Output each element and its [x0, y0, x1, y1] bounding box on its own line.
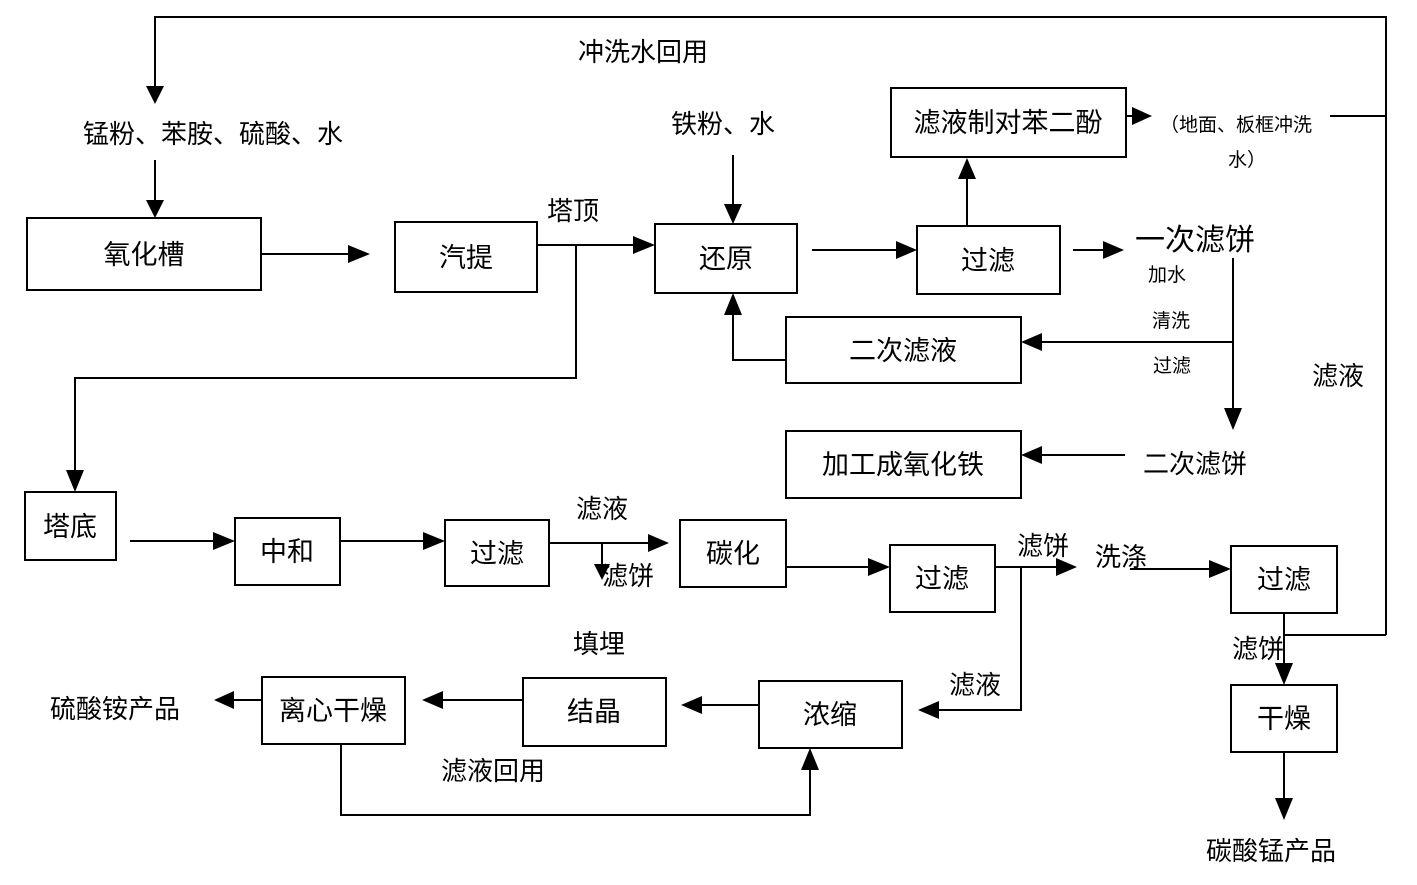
box-oxidation: 氧化槽: [26, 217, 262, 291]
label-filter-cake-mid: 滤饼: [602, 562, 654, 592]
box-filter-1: 过滤: [916, 225, 1061, 295]
label-filtrate-right: 滤液: [1312, 362, 1364, 392]
arrow-head: [1275, 663, 1293, 685]
box-filter-1-label: 过滤: [961, 246, 1015, 277]
box-dry-label: 干燥: [1257, 704, 1311, 735]
label-filtering: 过滤: [1153, 355, 1191, 377]
box-second-filtrate: 二次滤液: [785, 316, 1022, 384]
box-oxidation-label: 氧化槽: [104, 240, 185, 271]
box-iron-oxide-label: 加工成氧化铁: [822, 450, 984, 481]
box-carbonize: 碳化: [679, 519, 787, 588]
label-filtrate-mid: 滤液: [576, 495, 628, 525]
stripping-to-tower-bottom-line: [74, 245, 577, 472]
label-add-water: 加水: [1148, 264, 1186, 286]
box-stripping: 汽提: [394, 221, 538, 293]
label-tower-top: 塔顶: [547, 197, 599, 227]
arrow-head: [958, 158, 976, 179]
arrow-head: [1224, 408, 1242, 430]
filtrate-recycle-line: [340, 744, 811, 816]
box-neutralize: 中和: [234, 517, 341, 586]
label-raw-materials: 锰粉、苯胺、硫酸、水: [83, 120, 343, 150]
arrow-head: [214, 691, 234, 709]
arrow-head: [1209, 560, 1231, 578]
arrow-head: [1132, 107, 1152, 125]
box-iron-oxide: 加工成氧化铁: [785, 430, 1022, 499]
arrow-head: [648, 534, 669, 552]
label-wash-water-note-1: （地面、板框冲洗: [1160, 114, 1312, 136]
box-reduction: 还原: [654, 223, 798, 294]
box-centrifuge-dry-label: 离心干燥: [279, 696, 387, 727]
box-tower-bottom-label: 塔底: [43, 512, 97, 543]
box-second-filtrate-label: 二次滤液: [849, 336, 957, 367]
arrow-head: [1103, 241, 1124, 259]
arrow-head: [868, 558, 890, 576]
arrow-head: [1275, 798, 1293, 820]
label-wash-water-recycle: 冲洗水回用: [578, 38, 708, 68]
label-filtrate-recycle: 滤液回用: [441, 757, 545, 787]
arrow-head: [348, 245, 370, 263]
arrow-head: [66, 470, 84, 492]
label-landfill: 填埋: [573, 630, 625, 660]
label-filtrate-low: 滤液: [949, 671, 1001, 701]
box-dry: 干燥: [1230, 684, 1338, 753]
arrow-head: [681, 696, 702, 714]
arrow-head: [146, 86, 164, 104]
arrow-head: [801, 748, 819, 770]
box-crystallize-label: 结晶: [567, 697, 621, 728]
box-hydroquinone: 滤液制对苯二酚: [890, 87, 1127, 158]
arrow-head: [724, 293, 742, 315]
box-filter-3-label: 过滤: [915, 564, 969, 595]
box-carbonize-label: 碳化: [706, 539, 760, 570]
arrow-head: [633, 236, 655, 254]
arrow-head: [918, 701, 939, 719]
box-filter-4: 过滤: [1230, 545, 1338, 614]
box-filter-4-label: 过滤: [1257, 565, 1311, 596]
arrow-head: [213, 532, 235, 550]
label-first-cake: 一次滤饼: [1135, 223, 1255, 258]
arrow-head: [146, 200, 164, 218]
box-tower-bottom: 塔底: [24, 491, 117, 561]
box-stripping-label: 汽提: [439, 243, 493, 274]
label-wash-water-note-2: 水）: [1228, 149, 1266, 171]
arrow-head: [423, 532, 445, 550]
box-hydroquinone-label: 滤液制对苯二酚: [914, 108, 1103, 139]
label-iron-water: 铁粉、水: [671, 110, 775, 140]
arrow-head: [724, 204, 742, 224]
box-filter-2: 过滤: [444, 519, 550, 587]
arrow-head: [1056, 558, 1077, 576]
label-manganese-carbonate-product: 碳酸锰产品: [1206, 837, 1336, 867]
arrow-head: [1021, 446, 1042, 464]
arrow-head: [1021, 333, 1042, 351]
label-second-cake: 二次滤饼: [1143, 450, 1247, 480]
box-concentrate: 浓缩: [758, 680, 903, 749]
box-crystallize: 结晶: [522, 677, 667, 747]
label-ammonium-sulfate-product: 硫酸铵产品: [50, 695, 180, 725]
arrow-head: [422, 691, 443, 709]
box-concentrate-label: 浓缩: [803, 700, 857, 731]
box-reduction-label: 还原: [699, 244, 753, 275]
arrow-head: [896, 241, 917, 259]
label-filter-cake-right: 滤饼: [1017, 532, 1069, 562]
second-filtrate-to-reduction-line: [732, 313, 786, 361]
box-neutralize-label: 中和: [260, 537, 314, 568]
label-filter-cake-low: 滤饼: [1232, 635, 1284, 665]
box-filter-3: 过滤: [889, 544, 996, 613]
arrow-head: [594, 564, 610, 580]
label-clean: 清洗: [1152, 310, 1190, 332]
filtrate-to-concentrate-line: [937, 567, 1022, 711]
box-centrifuge-dry: 离心干燥: [261, 676, 406, 745]
wash-water-recycle-line: [154, 16, 1387, 635]
box-filter-2-label: 过滤: [470, 539, 524, 570]
